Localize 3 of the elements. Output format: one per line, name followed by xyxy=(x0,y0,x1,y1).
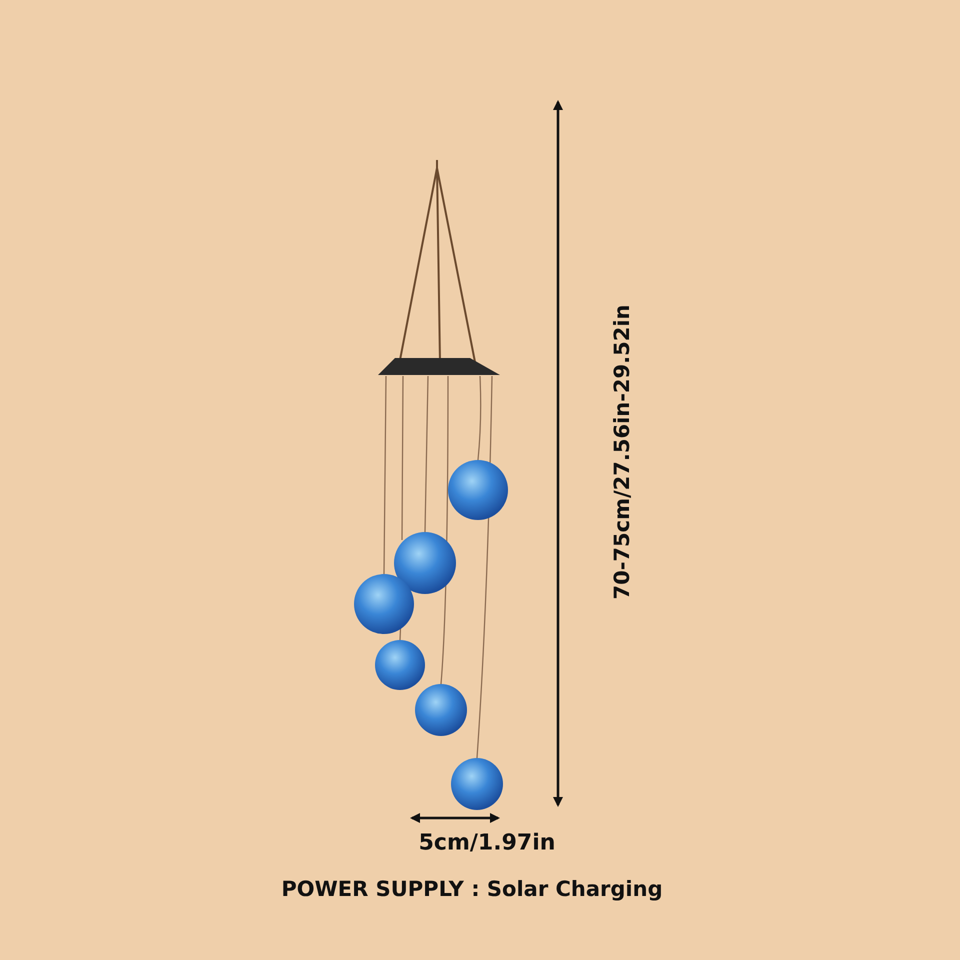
width-dimension: 5cm/1.97in xyxy=(418,830,556,856)
power-supply-note: POWER SUPPLY : Solar Charging xyxy=(281,877,663,901)
height-dimension: 70-75cm/27.56in-29.52in xyxy=(610,304,634,600)
